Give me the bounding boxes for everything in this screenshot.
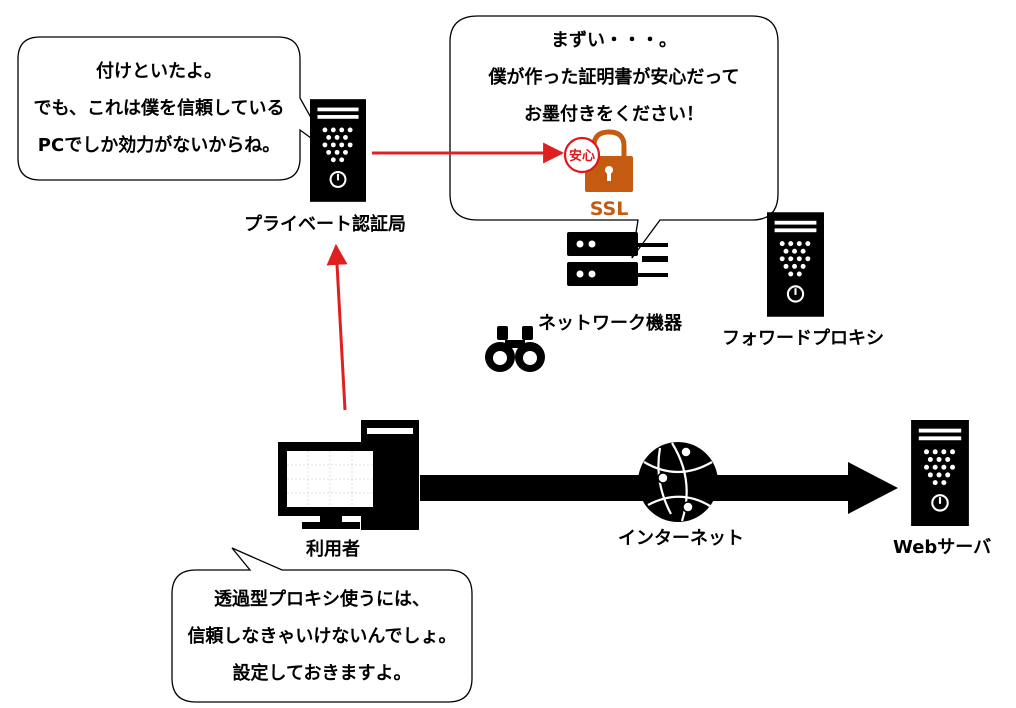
user-to-web-arrow [420,462,898,514]
ca-bubble-line: PCでしか効力がないからね。 [37,135,281,156]
web-server-label: Webサーバ [893,537,992,558]
network-bubble-line: まずい・・・。 [551,29,677,51]
ca-speech-bubble [17,36,331,181]
ca-bubble-line: でも、これは僕を信頼している [33,98,285,119]
network-device-label: ネットワーク機器 [538,313,682,334]
user-label: 利用者 [306,539,360,560]
internet-globe-icon [638,442,718,522]
forward-proxy-label: フォワードプロキシ [722,328,884,349]
user-bubble-text: 透過型プロキシ使うには、 信頼しなきゃいけないんでしょ。 設定しておきますよ。 [172,570,472,702]
network-speech-bubble [449,15,779,259]
network-bubble-line: お墨付きをください！ [524,103,704,125]
user-bubble-line: 設定しておきますよ。 [232,662,412,684]
internet-label: インターネット [618,528,744,549]
binoculars-icon [485,326,545,372]
user-speech-bubble [171,547,473,703]
user-to-ca-arrow [326,243,348,411]
private-ca-server-icon [310,99,366,202]
ca-bubble-text: 付けといたよ。 でも、これは僕を信頼している PCでしか効力がないからね。 [18,37,300,180]
forward-proxy-server-icon [767,212,824,317]
user-bubble-line: 透過型プロキシ使うには、 [214,588,430,610]
user-bubble-line: 信頼しなきゃいけないんでしょ。 [187,625,457,647]
user-pc-icon [278,420,419,530]
network-bubble-line: 僕が作った証明書が安心だって [488,66,740,88]
ssl-label: SSL [590,198,629,220]
ca-bubble-line: 付けといたよ。 [96,61,222,82]
anshin-badge-circle [563,136,601,174]
private-ca-label: プライベート認証局 [244,214,406,235]
network-device-icon [567,232,668,286]
anshin-badge-text: 安心 [569,148,595,164]
web-server-icon [911,420,969,526]
network-bubble-text: まずい・・・。 僕が作った証明書が安心だって お墨付きをください！ [450,22,778,132]
